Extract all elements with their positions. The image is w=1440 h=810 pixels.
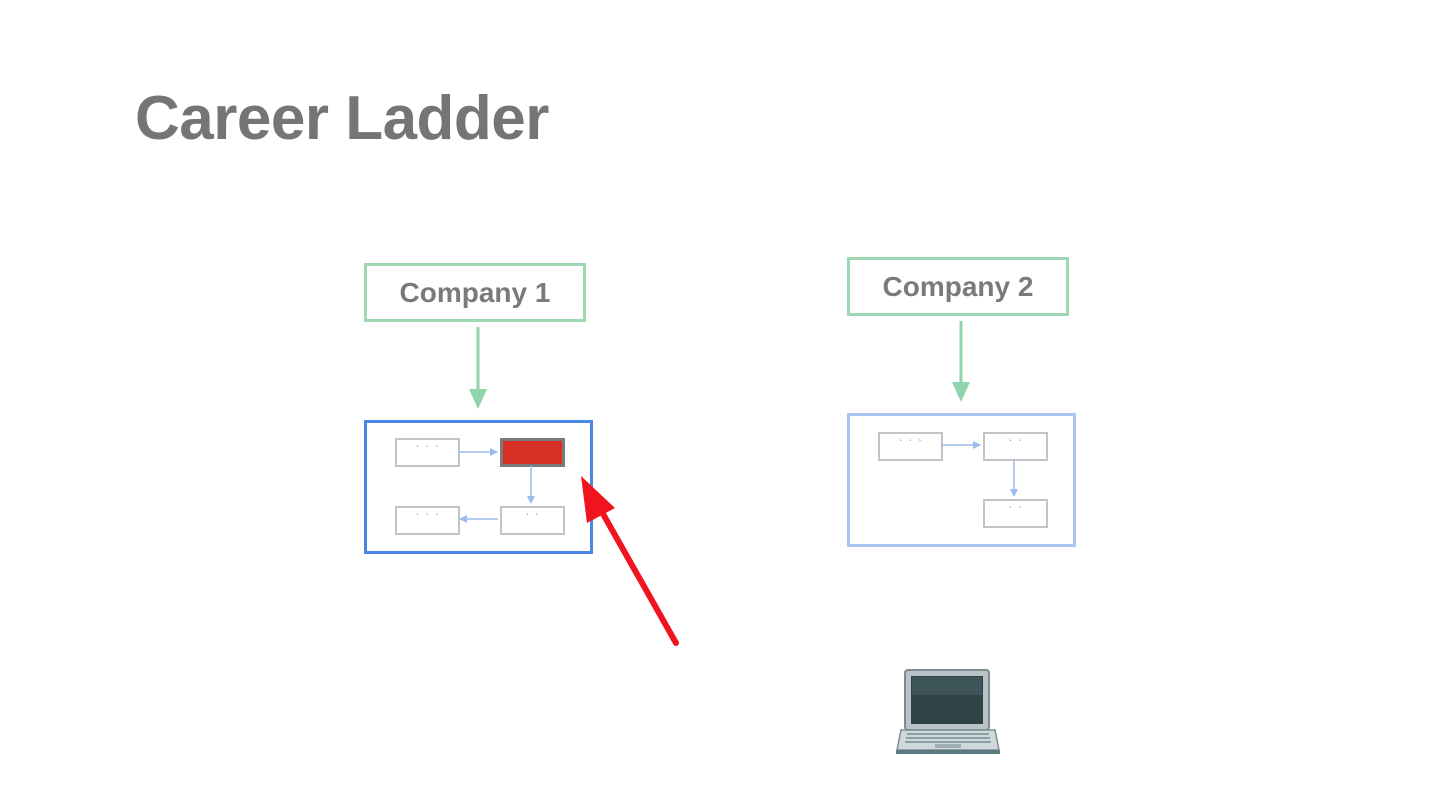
company-2-label: Company 2 xyxy=(882,270,1034,302)
company-1-label: Company 1 xyxy=(399,276,551,308)
company-2-ladder: ` ` ` ` ` ` ` xyxy=(847,413,1076,547)
laptop-icon xyxy=(896,669,1000,754)
company-2-box: Company 2 xyxy=(847,257,1069,316)
slide-title: Career Ladder xyxy=(135,84,549,153)
company-2-step-3: ` ` xyxy=(983,499,1048,528)
company-1-step-1: ` ` ` xyxy=(395,438,460,467)
company-1-step-3: ` ` xyxy=(500,506,565,535)
company-1-step-2-current: ` ` xyxy=(500,438,565,467)
company-2-step-2: ` ` xyxy=(983,432,1048,461)
company-1-box: Company 1 xyxy=(364,263,586,322)
company-1-ladder: ` ` ` ` ` ` ` ` ` ` xyxy=(364,420,593,554)
company-2-step-1: ` ` ` xyxy=(878,432,943,461)
company-1-step-4: ` ` ` xyxy=(395,506,460,535)
company-2-connector-arrow xyxy=(952,321,970,402)
company-1-connector-arrow xyxy=(469,327,487,409)
arrow-pointer-icon xyxy=(581,476,679,646)
